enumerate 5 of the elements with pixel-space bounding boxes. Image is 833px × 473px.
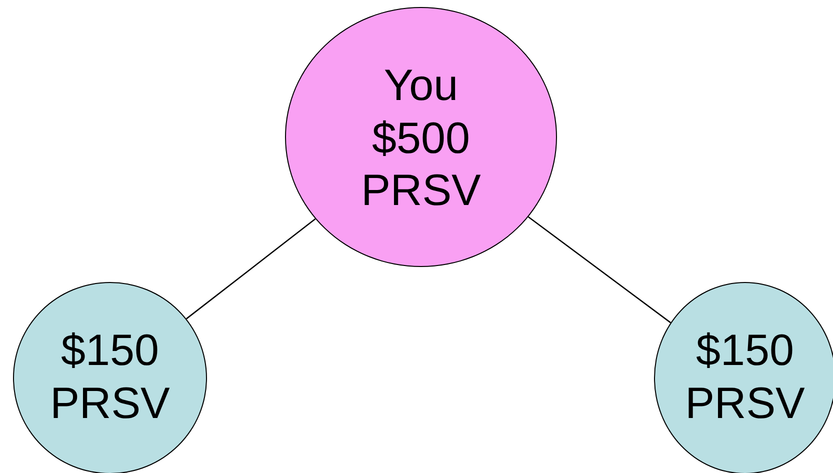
node-label: $150 PRSV	[684, 325, 806, 430]
connector-line	[528, 216, 672, 324]
connector-line	[186, 218, 316, 320]
node-label: $150 PRSV	[49, 325, 171, 430]
node-label: You $500 PRSV	[360, 60, 482, 218]
